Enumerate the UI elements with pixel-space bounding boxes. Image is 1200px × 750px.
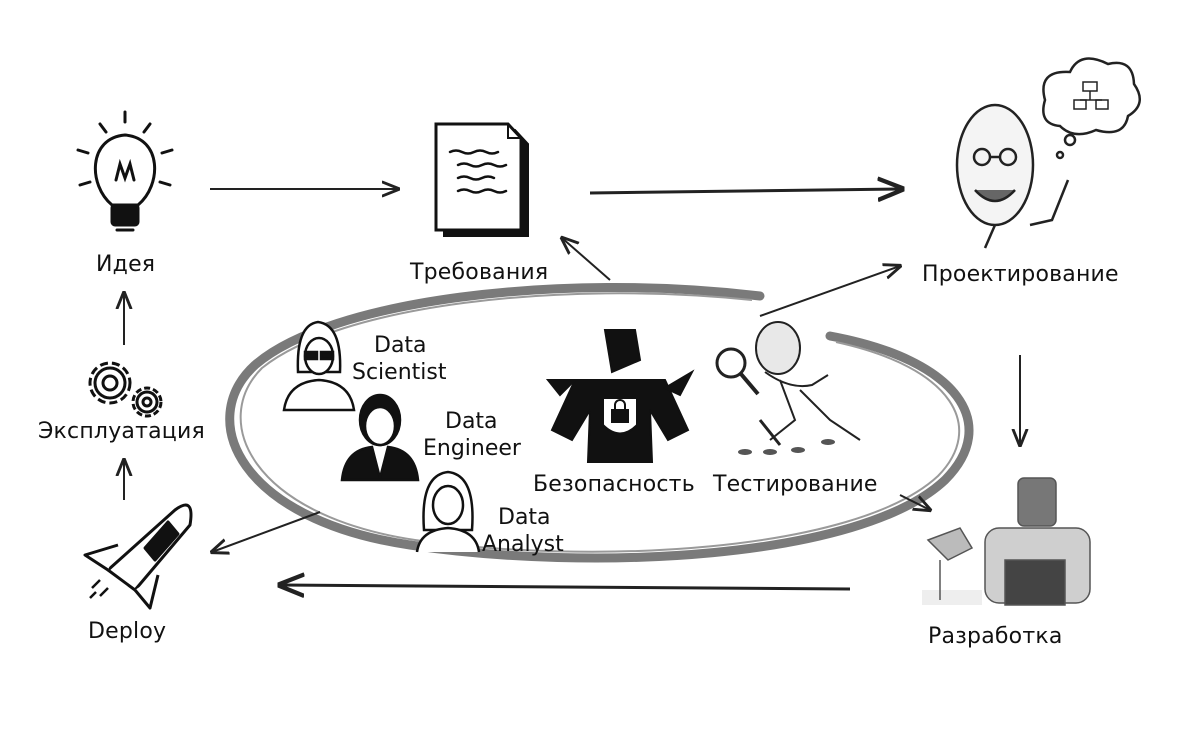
- developer-at-laptop-icon: [922, 477, 1091, 606]
- thinking-person-icon: [955, 57, 1141, 249]
- arrow-loop-to-requirements: [562, 238, 611, 281]
- role-data-scientist: Data Scientist: [352, 332, 446, 386]
- role-engineer-line2: Engineer: [423, 436, 521, 461]
- lightbulb-icon: [76, 110, 174, 232]
- stage-requirements-label: Требования: [410, 260, 549, 285]
- arrows: [124, 189, 1020, 589]
- stage-design-label: Проектирование: [922, 262, 1119, 287]
- document-icon: [434, 122, 529, 237]
- arrow-requirements-to-design: [589, 189, 902, 193]
- role-scientist-line2: Scientist: [352, 360, 447, 385]
- stage-idea-label: Идея: [96, 252, 156, 277]
- cycle-loop: [225, 283, 974, 563]
- stage-deploy-label: Deploy: [88, 619, 167, 644]
- arrow-loop-to-development: [899, 494, 930, 510]
- woman-with-glasses-icon: [282, 320, 356, 412]
- security-label: Безопасность: [533, 472, 695, 497]
- magnifier-person-icon: [715, 321, 861, 455]
- stage-development-label: Разработка: [928, 624, 1063, 649]
- role-scientist-line1: Data: [374, 333, 427, 358]
- arrow-loop-to-design: [759, 266, 900, 317]
- arrow-loop-to-deploy: [212, 511, 321, 552]
- man-avatar-icon: [340, 393, 420, 482]
- rocket-icon: [83, 503, 193, 610]
- role-analyst-line2: Analyst: [482, 532, 564, 557]
- role-data-engineer: Data Engineer: [423, 408, 521, 462]
- role-engineer-line1: Data: [445, 409, 498, 434]
- woman-avatar-icon: [415, 470, 481, 553]
- gears-icon: [88, 361, 163, 418]
- role-data-analyst: Data Analyst: [482, 504, 564, 558]
- arrow-development-to-deploy: [280, 585, 851, 589]
- role-analyst-line1: Data: [498, 505, 551, 530]
- testing-label: Тестирование: [713, 472, 878, 497]
- stage-operation-label: Эксплуатация: [38, 419, 205, 444]
- superhero-shield-icon: [545, 329, 695, 463]
